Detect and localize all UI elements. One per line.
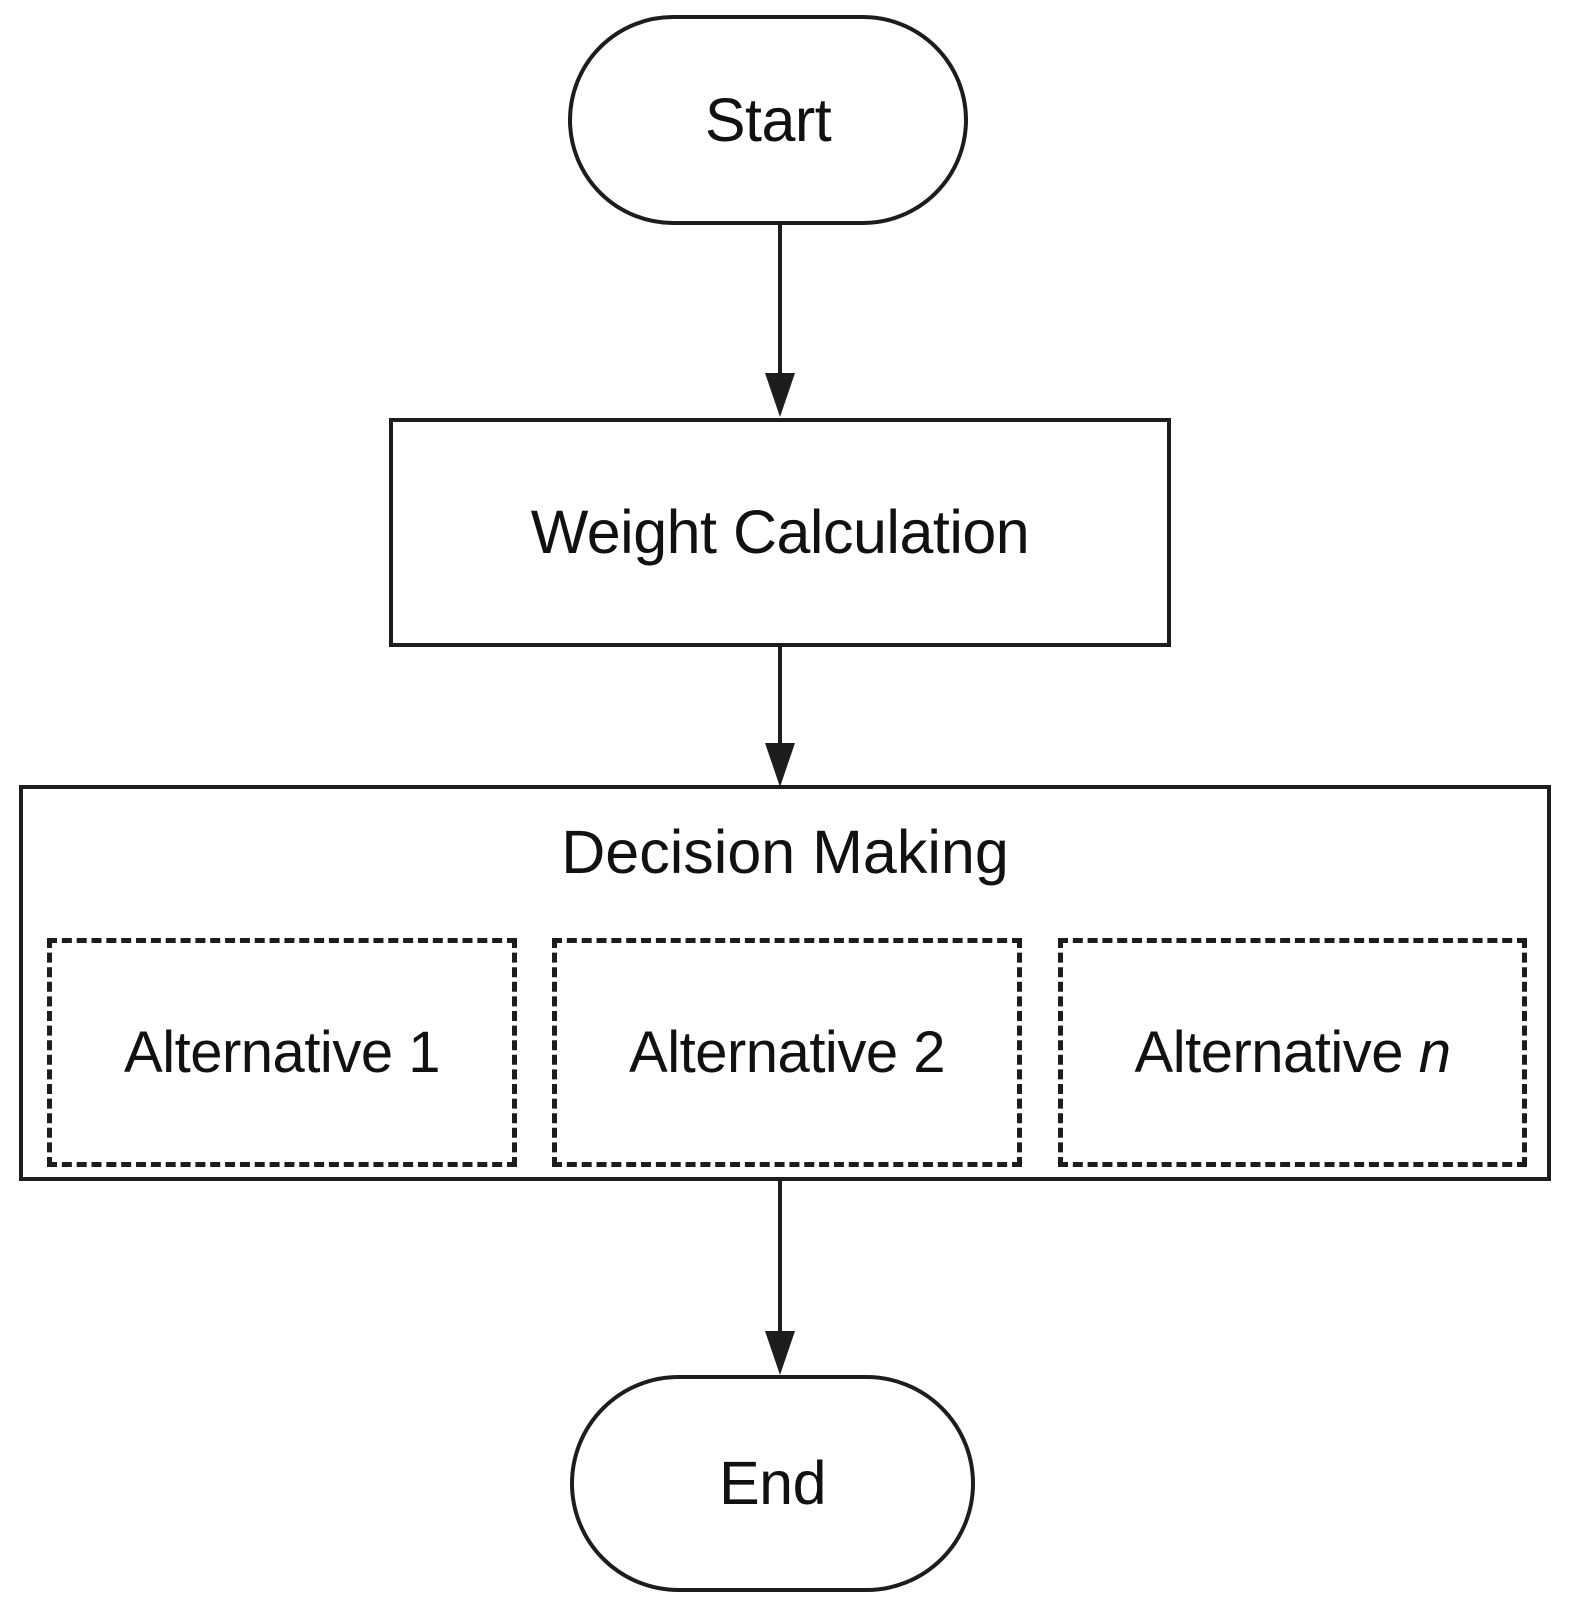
alternative-2-label: Alternative 2 (629, 1019, 945, 1085)
node-decision-making-title: Decision Making (561, 818, 1009, 886)
node-end-label: End (718, 1449, 827, 1517)
node-start-label: Start (704, 85, 832, 154)
alternative-1-box[interactable]: Alternative 1 (47, 938, 517, 1167)
connector-start-to-weight (765, 225, 795, 417)
node-end[interactable]: End (570, 1375, 975, 1592)
node-weight-calculation-label: Weight Calculation (530, 498, 1030, 566)
alternative-2-box[interactable]: Alternative 2 (552, 938, 1022, 1167)
alternative-n-label-suffix: n (1418, 1019, 1451, 1085)
alternative-n-box[interactable]: Alternative n (1058, 938, 1527, 1167)
alternative-1-label: Alternative 1 (124, 1019, 440, 1085)
node-weight-calculation[interactable]: Weight Calculation (389, 418, 1171, 647)
node-decision-making[interactable]: Decision Making Alternative 1 Alternativ… (19, 785, 1551, 1181)
connector-decision-to-end (765, 1181, 795, 1375)
connector-weight-to-decision (765, 647, 795, 787)
node-start[interactable]: Start (568, 15, 968, 225)
alternative-n-label: Alternative n (1135, 1023, 1451, 1082)
alternative-n-label-prefix: Alternative (1134, 1019, 1419, 1085)
